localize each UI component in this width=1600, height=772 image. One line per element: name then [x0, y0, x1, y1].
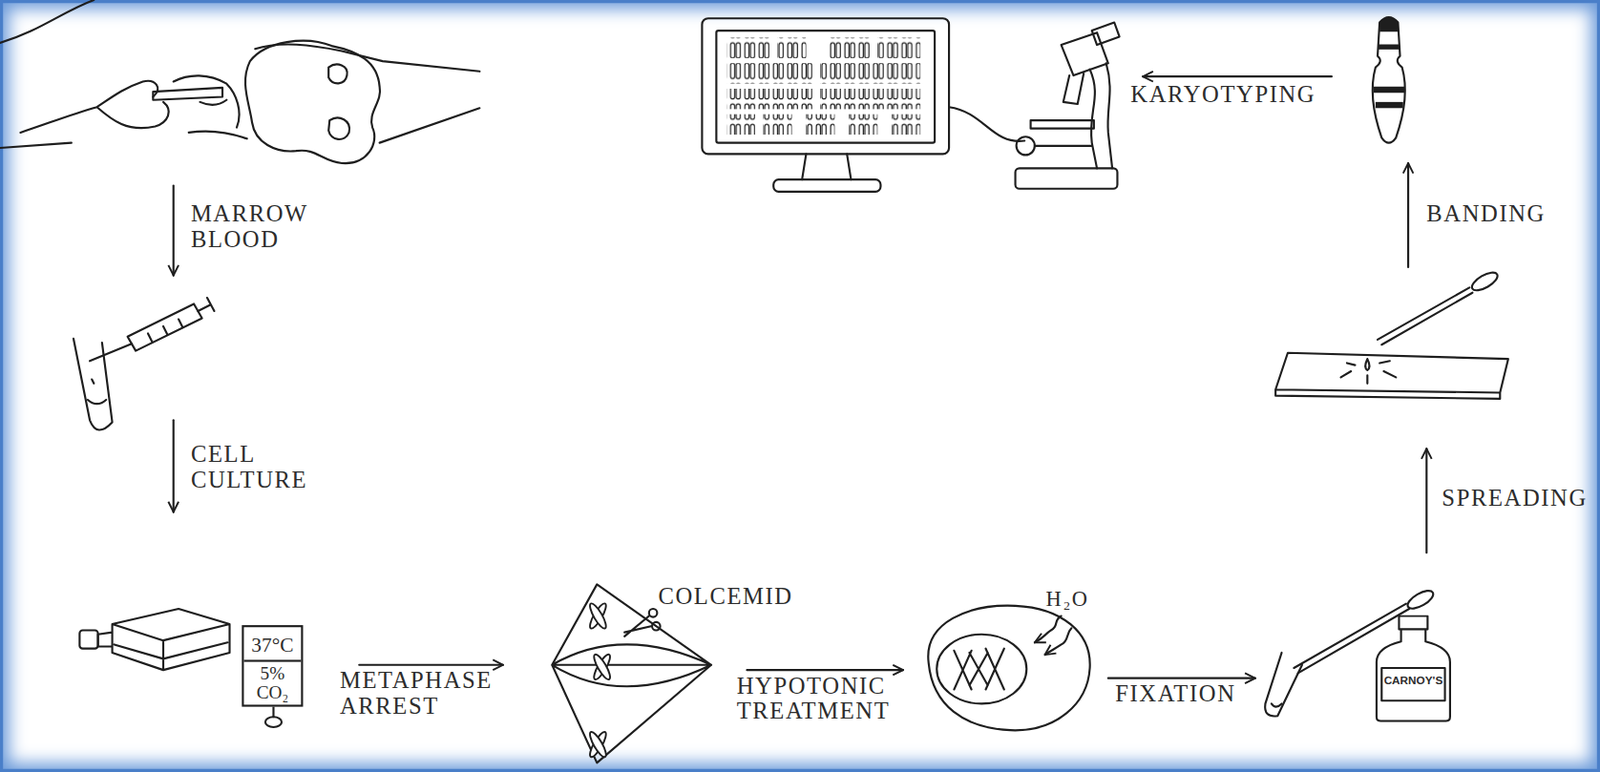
- hand-left: [20, 81, 169, 133]
- incubator-foot: [265, 716, 282, 728]
- node-text: CARNOY'S: [1372, 673, 1455, 687]
- step-label: FIXATION: [1115, 681, 1279, 708]
- karyogram-row: [877, 38, 921, 59]
- chromosome-band: [1375, 102, 1404, 108]
- sample-tube: [73, 338, 113, 431]
- node-text: 5% CO₂: [243, 659, 301, 705]
- chromosome: [590, 652, 612, 682]
- syringe-needle: [89, 343, 132, 361]
- patient-body: [0, 0, 94, 43]
- step-label: CELL CULTURE: [190, 442, 329, 494]
- step-label: COLCEMID: [657, 583, 832, 610]
- karyogram-row: [828, 38, 872, 59]
- flow-arrow: [172, 186, 175, 276]
- karyogram-row: [726, 38, 770, 59]
- hand-right: [173, 75, 248, 139]
- monitor-cable: [948, 106, 1025, 142]
- water-arrow: [1034, 615, 1062, 643]
- node-text: 37°C: [243, 627, 301, 660]
- karyogram-row: [778, 38, 807, 59]
- centrifuge-tube: [1264, 652, 1303, 717]
- karyogram-row: [726, 114, 756, 135]
- karyogram-row: [726, 63, 813, 84]
- flow-arrow: [1142, 75, 1332, 78]
- needle: [152, 87, 223, 101]
- pelvis-foramen: [328, 118, 350, 140]
- chromosome-band: [1373, 86, 1406, 93]
- karyogram-row: [820, 88, 921, 109]
- flow-arrow: [746, 669, 904, 672]
- microscope-base: [1015, 168, 1118, 189]
- microscope-knob: [1016, 136, 1035, 155]
- tube-pellet: [1271, 703, 1283, 707]
- incubator-box: 37°C5% CO₂: [241, 625, 303, 707]
- karyogram-row: [805, 114, 835, 135]
- karyogram-row: [763, 114, 793, 135]
- patient-side: [379, 107, 481, 143]
- scissors-ring: [652, 622, 661, 632]
- glass-slide: [1275, 353, 1509, 400]
- monitor-base: [773, 179, 881, 192]
- pipette: [1377, 287, 1473, 345]
- syringe-barrel: [127, 303, 203, 351]
- step-label: BANDING: [1426, 201, 1579, 228]
- step-label: SPREADING: [1441, 485, 1597, 512]
- culture-flask: [98, 609, 231, 671]
- chromosome: [587, 601, 609, 631]
- bottle-shape: [1376, 615, 1451, 721]
- monitor-frame: [701, 18, 949, 154]
- flow-arrow: [1108, 677, 1256, 680]
- flow-arrow: [1425, 448, 1428, 553]
- water-arrow: [1045, 628, 1073, 655]
- tube-liquid: [87, 379, 106, 405]
- karyogram-row: [891, 114, 921, 135]
- pipette-bulb: [1405, 587, 1436, 612]
- patient-back: [254, 44, 480, 72]
- microscope-objective: [1063, 73, 1084, 105]
- microscope-eyepiece: [1092, 22, 1120, 46]
- chromosome-band: [1379, 17, 1398, 32]
- karyogram-row: [848, 114, 878, 135]
- drop: [1365, 358, 1369, 371]
- chromosome: [587, 730, 609, 759]
- flow-arrow: [1407, 163, 1410, 268]
- cell-membrane: [927, 606, 1090, 732]
- step-label: MARROW BLOOD: [190, 201, 329, 253]
- scissors: [624, 615, 652, 636]
- step-label: HYPOTONIC TREATMENT: [736, 673, 916, 725]
- step-label: KARYOTYPING: [1130, 81, 1345, 107]
- bottle-outline: [1372, 614, 1455, 722]
- monitor-screen: [715, 30, 935, 144]
- flask-cap: [79, 630, 98, 649]
- syringe-plunger: [197, 297, 214, 312]
- monitor-neck: [801, 153, 851, 180]
- bed-line: [0, 143, 72, 148]
- karyogram-row: [820, 63, 921, 84]
- reagent-bottle: CARNOY'S: [1372, 614, 1455, 722]
- karyogram-row: [726, 88, 813, 109]
- drop-splash: [1341, 360, 1397, 384]
- syringe-marks: [147, 319, 183, 343]
- microscope-tube: [1061, 32, 1109, 76]
- pelvis-foramen: [328, 64, 347, 85]
- scissors-ring: [649, 609, 658, 618]
- microscope-arm: [1090, 63, 1114, 169]
- banded-chromosome: [1372, 17, 1406, 143]
- chromosome: [953, 649, 1004, 691]
- nucleus: [936, 634, 1027, 705]
- flow-arrow: [358, 664, 504, 667]
- pelvis-outline: [245, 41, 380, 164]
- step-label: METAPHASE ARREST: [339, 668, 514, 720]
- step-label: H₂O: [1046, 588, 1118, 612]
- microscope-stage: [1031, 120, 1095, 129]
- flow-arrow: [172, 420, 175, 512]
- mitotic-spindle: [551, 584, 712, 763]
- chromosome-band: [1378, 43, 1399, 49]
- microscope-knob-arm: [1034, 145, 1093, 148]
- pipette-bulb: [1469, 269, 1500, 295]
